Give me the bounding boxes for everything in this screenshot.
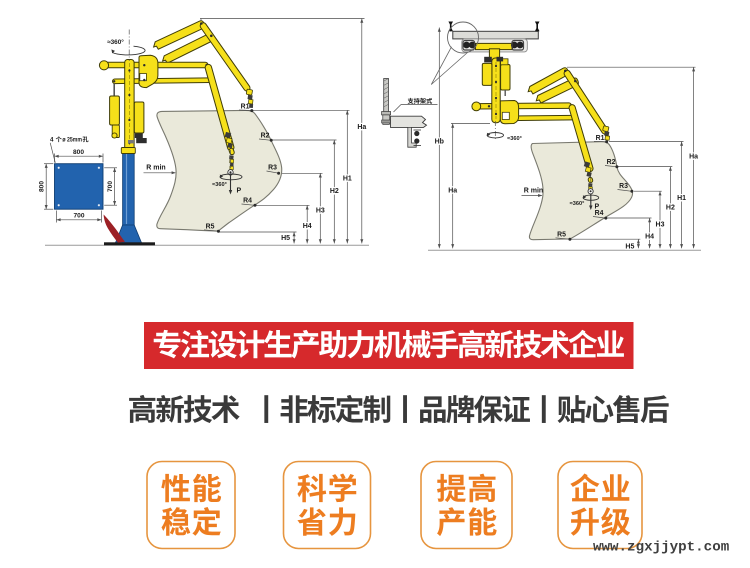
svg-text:H5: H5 [281,235,290,242]
svg-text:H1: H1 [343,176,352,183]
svg-text:≈360°: ≈360° [212,182,227,188]
svg-text:H5: H5 [625,243,634,250]
svg-text:P: P [237,188,242,195]
svg-text:Ha: Ha [689,154,698,161]
svg-text:700: 700 [73,212,84,219]
svg-text:R1: R1 [596,135,605,142]
svg-text:Hb: Hb [435,139,444,146]
svg-text:H1: H1 [677,195,686,202]
svg-text:R5: R5 [206,223,215,230]
svg-text:R5: R5 [557,231,566,238]
svg-text:ø 25mm: ø 25mm [62,137,82,143]
svg-text:4: 4 [50,136,54,143]
svg-text:H4: H4 [303,223,312,230]
svg-text:R3: R3 [619,183,628,190]
svg-text:≈360°: ≈360° [107,38,124,46]
svg-text:R min: R min [146,165,165,172]
svg-text:R1: R1 [241,104,250,111]
svg-text:R min: R min [524,187,543,194]
svg-text:R4: R4 [595,210,604,217]
svg-text:800: 800 [39,181,46,192]
svg-text:R4: R4 [243,198,252,205]
svg-text:P: P [595,204,600,211]
svg-text:H2: H2 [666,205,675,212]
svg-text:800: 800 [73,149,84,156]
svg-text:R3: R3 [268,165,277,172]
svg-text:R2: R2 [607,159,616,166]
svg-text:H3: H3 [656,222,665,229]
svg-text:H3: H3 [316,207,325,214]
svg-text:Ha: Ha [448,187,457,194]
svg-text:≈360°: ≈360° [570,201,585,207]
svg-text:H2: H2 [330,188,339,195]
svg-text:R2: R2 [261,133,270,140]
svg-text:700: 700 [107,181,114,192]
svg-text:www.zgxjjypt.com: www.zgxjjypt.com [593,540,729,556]
svg-text:H4: H4 [645,234,654,241]
svg-text:≈360°: ≈360° [507,136,522,142]
svg-text:Ha: Ha [357,124,366,131]
